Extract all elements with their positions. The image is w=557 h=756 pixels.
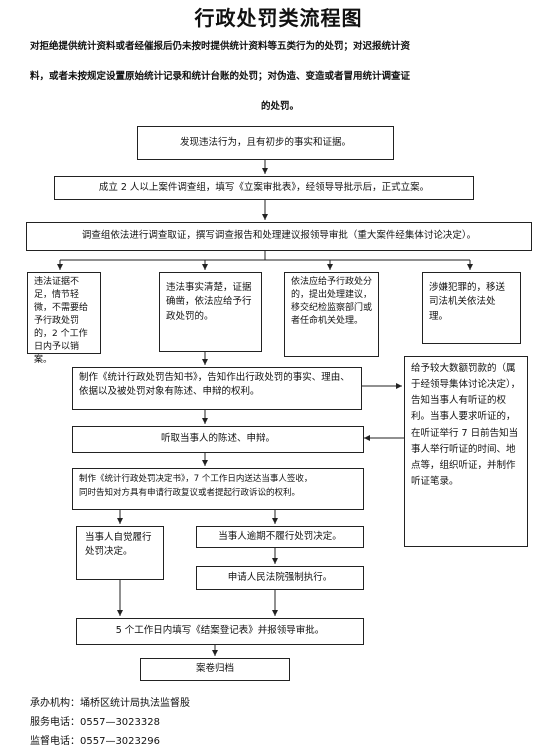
step-archive: 案卷归档	[140, 658, 290, 681]
step-discover-text: 发现违法行为，且有初步的事实和证据。	[179, 136, 351, 148]
step-discover: 发现违法行为，且有初步的事实和证据。	[137, 126, 394, 160]
footer-supervise-phone: 监督电话：0557—3023296	[30, 736, 160, 747]
step-overdue-text: 当事人逾期不履行处罚决定。	[218, 530, 342, 542]
step-register-text: 5 个工作日内填写《结案登记表》并报领导审批。	[115, 625, 325, 637]
page-title: 行政处罚类流程图	[194, 6, 363, 30]
step-investigate-text: 调查组依法进行调查取证，撰写调查报告和处理建议报领导审批（重大案件经集体讨论决定…	[81, 230, 477, 242]
branch-discipline-text: 依法应给予行政处分的，提出处理建议，移交纪检监察部门或者任命机关处理。	[291, 277, 373, 327]
step-court: 申请人民法院强制执行。	[196, 566, 364, 590]
step-hearing-text: 给予较大数额罚款的（属于经领导集体讨论决定），告知当事人有听证的权利。当事人要求…	[411, 363, 521, 487]
step-file-case-text: 成立 2 人以上案件调查组，填写《立案审批表》，经领导导批示后，正式立案。	[98, 181, 430, 193]
step-decision-line-1: 制作《统计行政处罚决定书》，7 个工作日内送达当事人签收，	[79, 474, 313, 484]
step-listen: 听取当事人的陈述、申辩。	[72, 426, 364, 453]
step-register: 5 个工作日内填写《结案登记表》并报领导审批。	[76, 618, 364, 645]
step-notice: 制作《统计行政处罚告知书》，告知作出行政处罚的事实、理由、依据以及被处罚对象有陈…	[72, 367, 362, 410]
step-investigate: 调查组依法进行调查取证，撰写调查报告和处理建议报领导审批（重大案件经集体讨论决定…	[26, 222, 532, 251]
step-comply: 当事人自觉履行处罚决定。	[76, 526, 164, 580]
step-overdue: 当事人逾期不履行处罚决定。	[196, 526, 364, 548]
intro-line-1: 对拒绝提供统计资料或者经催报后仍未按时提供统计资料等五类行为的处罚；对迟报统计资	[30, 41, 411, 52]
step-decision: 制作《统计行政处罚决定书》，7 个工作日内送达当事人签收， 同时告知对方具有申请…	[72, 468, 364, 510]
step-notice-text: 制作《统计行政处罚告知书》，告知作出行政处罚的事实、理由、依据以及被处罚对象有陈…	[79, 372, 350, 398]
intro-line-3: 的处罚。	[260, 101, 299, 112]
branch-dismiss-text: 违法证据不足，情节轻微，不需要给予行政处罚的，2 个工作日内予以销案。	[34, 277, 89, 366]
step-comply-text: 当事人自觉履行处罚决定。	[85, 532, 152, 558]
branch-dismiss: 违法证据不足，情节轻微，不需要给予行政处罚的，2 个工作日内予以销案。	[27, 272, 101, 365]
branch-criminal: 涉嫌犯罪的，移送司法机关依法处理。	[422, 272, 521, 344]
step-listen-text: 听取当事人的陈述、申辩。	[160, 433, 275, 445]
step-decision-line-2: 同时告知对方具有申请行政复议或者提起行政诉讼的权利。	[79, 487, 301, 498]
footer-service-phone: 服务电话：0557—3023328	[30, 717, 160, 728]
step-archive-text: 案卷归档	[195, 663, 234, 675]
intro-line-2: 料，或者未按规定设置原始统计记录和统计台账的处罚；对伪造、变造或者冒用统计调查证	[30, 71, 411, 82]
branch-discipline: 依法应给予行政处分的，提出处理建议，移交纪检监察部门或者任命机关处理。	[284, 272, 379, 357]
step-file-case: 成立 2 人以上案件调查组，填写《立案审批表》，经领导导批示后，正式立案。	[54, 176, 474, 200]
step-court-text: 申请人民法院强制执行。	[227, 571, 333, 583]
branch-penalty: 违法事实清楚，证据确凿，依法应给予行政处罚的。	[159, 272, 262, 352]
branch-penalty-text: 违法事实清楚，证据确凿，依法应给予行政处罚的。	[166, 282, 252, 322]
branch-criminal-text: 涉嫌犯罪的，移送司法机关依法处理。	[429, 282, 506, 322]
footer-org: 承办机构：埇桥区统计局执法监督股	[30, 698, 190, 709]
step-hearing: 给予较大数额罚款的（属于经领导集体讨论决定），告知当事人有听证的权利。当事人要求…	[404, 356, 528, 547]
